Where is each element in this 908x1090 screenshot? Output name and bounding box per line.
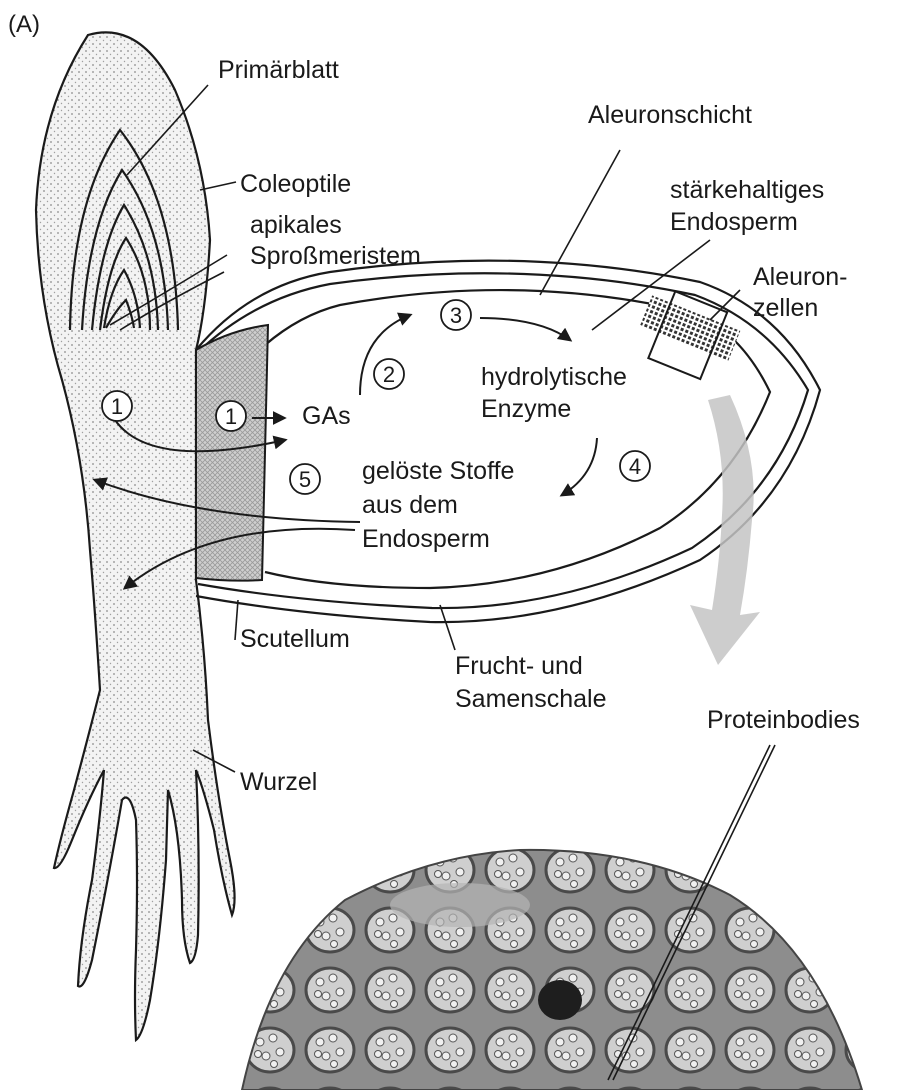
label-proteinbodies: Proteinbodies <box>707 706 860 734</box>
label-zellen: zellen <box>753 294 818 322</box>
step-number-2: 2 <box>383 362 395 387</box>
step-number-5: 5 <box>299 467 311 492</box>
label-apikales: apikales <box>250 211 342 239</box>
label-gas: GAs <box>302 402 351 430</box>
label-geloeste-stoffe: gelöste Stoffe <box>362 457 514 485</box>
label-aleuron: Aleuron- <box>753 263 848 291</box>
label-endosperm-top: Endosperm <box>670 208 798 236</box>
label-wurzel: Wurzel <box>240 768 317 796</box>
label-endosperm-bottom: Endosperm <box>362 525 490 553</box>
label-enzyme: Enzyme <box>481 395 571 423</box>
step-number-4: 4 <box>629 454 641 479</box>
label-hydrolytische: hydrolytische <box>481 363 627 391</box>
step-number-3: 3 <box>450 303 462 328</box>
label-scutellum: Scutellum <box>240 625 350 653</box>
label-sprossmeristem: Sproßmeristem <box>250 242 421 270</box>
label-frucht-und: Frucht- und <box>455 652 583 680</box>
label-aus-dem: aus dem <box>362 491 458 519</box>
label-coleoptile: Coleoptile <box>240 170 351 198</box>
scutellum-shape <box>196 325 268 581</box>
panel-label: (A) <box>8 11 40 38</box>
label-aleuronschicht: Aleuronschicht <box>588 101 752 129</box>
step-number-1-scutellum: 1 <box>225 404 237 429</box>
label-primaerblatt: Primärblatt <box>218 56 339 84</box>
label-staerkehaltiges: stärkehaltiges <box>670 176 824 204</box>
step-number-1-seedling: 1 <box>111 394 123 419</box>
label-samenschale: Samenschale <box>455 685 606 713</box>
micrograph-protein-bodies <box>242 850 862 1090</box>
